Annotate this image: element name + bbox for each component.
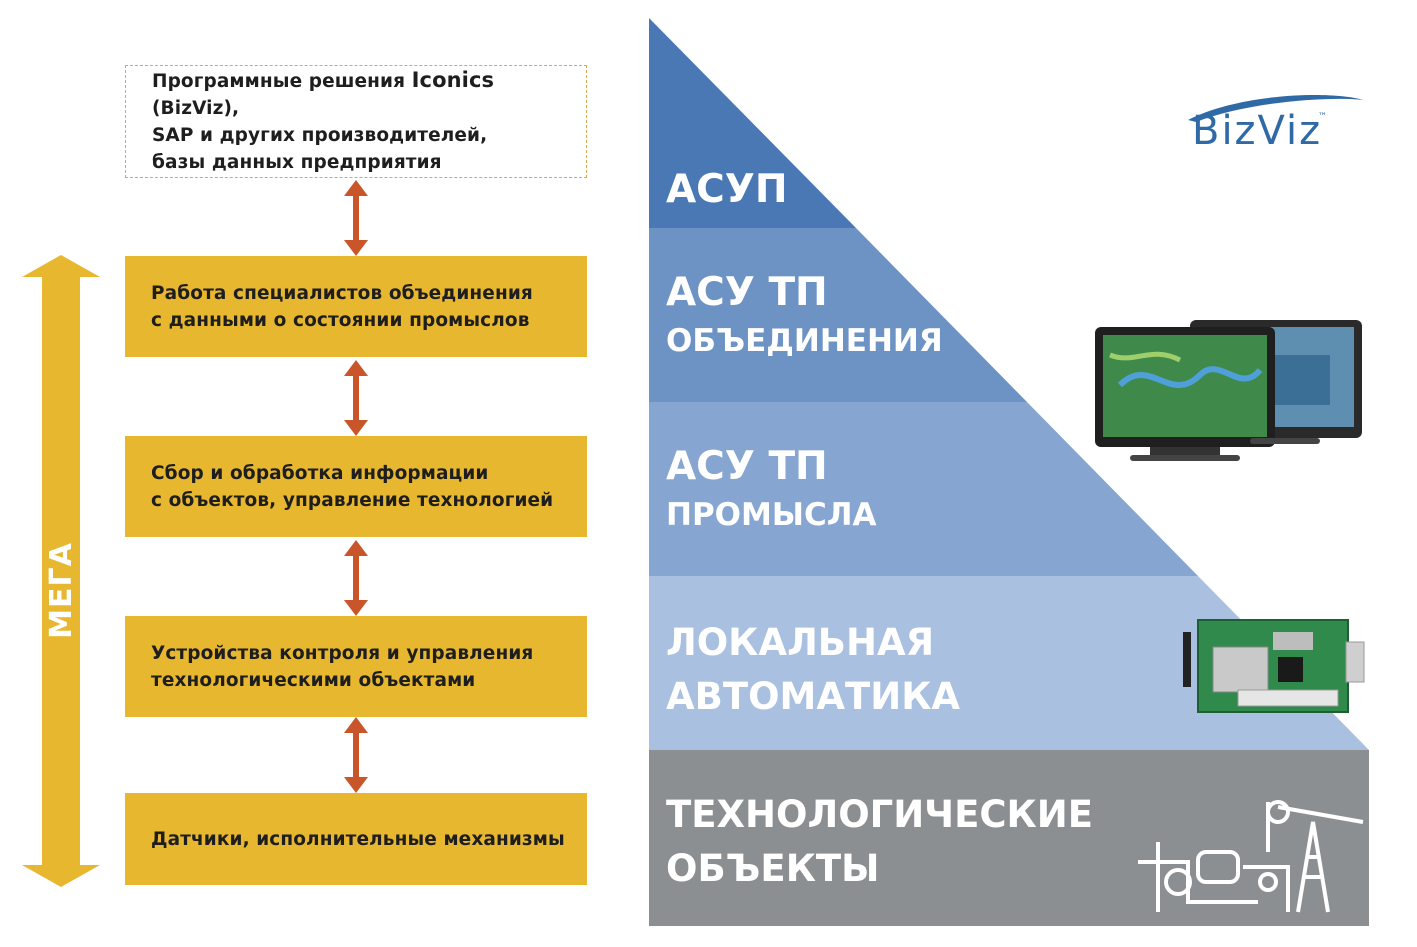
step-text-collection: Сбор и обработка информации с объектов, …: [151, 462, 554, 511]
step-text-devices: Устройства контроля и управления техноло…: [151, 642, 534, 691]
pyramid-level-asutp-association: [649, 228, 1027, 402]
double-arrow-icon: [344, 180, 368, 256]
level-title-asup: АСУП: [666, 167, 788, 212]
step-text-sensors: Датчики, исполнительные механизмы: [151, 828, 565, 850]
level-title-tech-objects: ТЕХНОЛОГИЧЕСКИЕ ОБЪЕКТЫ: [666, 793, 1093, 890]
level-title-asutp-1: АСУ ТП: [666, 270, 828, 315]
step-box-specialists: Работа специалистов объединения с данным…: [125, 256, 587, 357]
pyramid-level-local-automation: [649, 576, 1369, 750]
step-box-collection: Сбор и обработка информации с объектов, …: [125, 436, 587, 537]
step-text-software: Программные решения Iconics (BizViz), SA…: [152, 68, 495, 173]
step-text-specialists: Работа специалистов объединения с данным…: [151, 282, 533, 331]
pyramid-level-tech-objects: [649, 750, 1369, 926]
mega-scope-arrow: [22, 255, 100, 887]
bizviz-logo: BizViz ™: [1178, 92, 1368, 162]
pyramid-level-asutp-field: [649, 402, 1198, 576]
level-title-local-automation: ЛОКАЛЬНАЯ АВТОМАТИКА: [666, 621, 961, 718]
double-arrow-icon: [344, 540, 368, 616]
oil-plant-icon: [1138, 800, 1364, 913]
controller-board-icon: [1183, 619, 1365, 713]
level-title-asutp-2: АСУ ТП: [666, 444, 828, 489]
level-subtitle-association: ОБЪЕДИНЕНИЯ: [666, 323, 943, 359]
double-arrow-icon: [344, 360, 368, 436]
step-box-software: Программные решения Iconics (BizViz), SA…: [125, 65, 587, 178]
iconics-brand: Iconics: [411, 68, 495, 92]
double-arrow-icon: [344, 717, 368, 793]
pyramid-level-asup: [649, 18, 856, 228]
monitors-icon: [1095, 320, 1362, 461]
step-box-devices: Устройства контроля и управления техноло…: [125, 616, 587, 717]
step-box-sensors: Датчики, исполнительные механизмы: [125, 793, 587, 885]
level-subtitle-field: ПРОМЫСЛА: [666, 497, 877, 533]
